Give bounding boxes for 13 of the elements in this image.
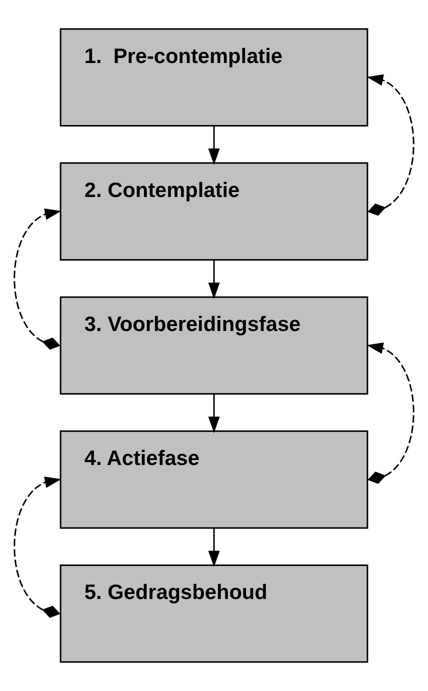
arrow [208, 528, 220, 568]
node-box: 3. Voorbereidingsfase [60, 296, 368, 395]
arrow [208, 126, 220, 165]
arrow [208, 394, 220, 434]
arrow [366, 74, 414, 216]
node-box: 4. Actiefase [60, 430, 368, 529]
node-box: 2. Contemplatie [60, 162, 368, 261]
arrow [366, 342, 414, 484]
node-box: 1. Pre-contemplatie [60, 28, 368, 127]
arrow [208, 260, 220, 300]
arrow [14, 208, 62, 350]
arrow [14, 476, 62, 618]
node-box: 5. Gedragsbehoud [60, 564, 368, 663]
